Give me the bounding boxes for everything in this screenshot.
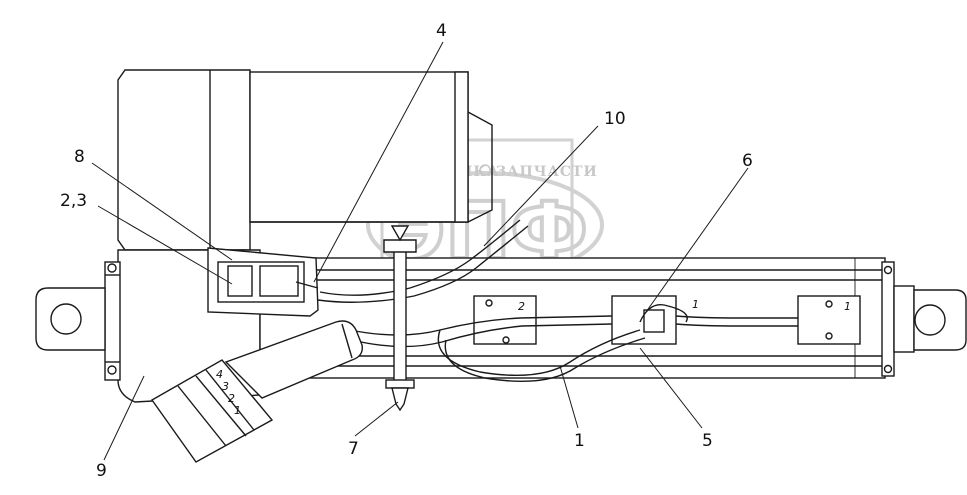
leader-lines (91, 41, 749, 461)
callout-7: 7 (348, 439, 359, 459)
capacitor-block (207, 247, 319, 317)
watermark-brand-right: ЗАПЧАСТИ (496, 164, 598, 180)
motor-housing (117, 69, 493, 251)
gear-icon (479, 164, 491, 176)
plug-connector: 4 3 2 1 (150, 359, 274, 463)
switch-left-mark: 2 (518, 300, 525, 313)
limit-switch-middle: 1 (611, 295, 699, 345)
front-rod-eye (893, 285, 967, 353)
rear-clevis-eye (35, 287, 106, 351)
callout-8: 8 (74, 147, 85, 167)
switch-middle-mark: 1 (692, 298, 699, 311)
callout-9: 9 (96, 461, 107, 481)
limit-switch-right: 1 (797, 295, 861, 345)
callouts: 4 10 8 2,3 6 5 1 7 9 (60, 21, 753, 481)
callout-6: 6 (742, 151, 753, 171)
switch-right-mark: 1 (844, 300, 851, 313)
callout-4: 4 (436, 21, 447, 41)
connector-pin-1: 1 (234, 404, 241, 417)
actuator-tube (259, 257, 895, 379)
limit-switch-left: 2 (473, 295, 537, 345)
callout-10: 10 (604, 109, 626, 129)
cable-clamp-bolt (383, 225, 417, 412)
callout-2-3: 2,3 (60, 191, 87, 211)
connector-pin-4: 4 (216, 368, 223, 381)
cable-gland (224, 320, 363, 399)
connector-pin-2: 2 (228, 392, 235, 405)
callout-1: 1 (574, 431, 585, 451)
callout-5: 5 (702, 431, 713, 451)
connector-pin-3: 3 (222, 380, 229, 393)
